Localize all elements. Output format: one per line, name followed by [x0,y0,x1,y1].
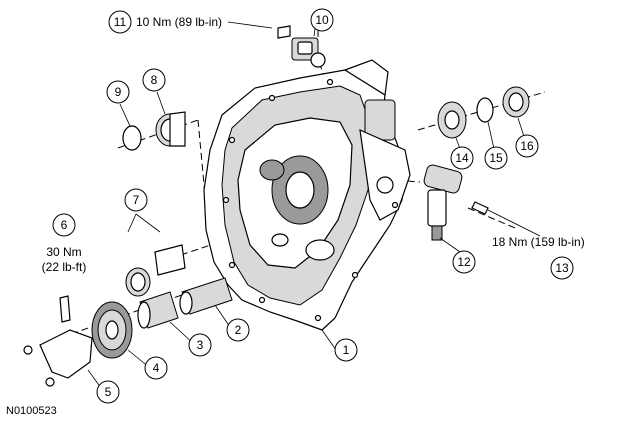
torque-label-item-13: 18 Nm (159 lb-in) [492,235,585,249]
callout-16: 16 [515,134,539,158]
callout-2: 2 [226,318,250,342]
callout-9-label: 9 [115,85,122,99]
callout-15: 15 [484,146,508,170]
torque-label-item-6-line2: (22 lb-ft) [42,260,87,274]
callout-3: 3 [188,333,212,357]
callout-10-label: 10 [315,13,329,27]
callout-16-label: 16 [520,139,534,153]
callout-15-label: 15 [489,151,503,165]
callout-13: 13 [550,256,574,280]
callout-6: 6 [52,213,76,237]
speed-sensor [423,164,489,241]
bearing-cup-and-snap-ring [122,111,186,151]
callout-12-label: 12 [457,255,471,269]
transmission-case [203,59,411,331]
callout-12: 12 [452,250,476,274]
callout-5: 5 [96,380,120,404]
callout-13-label: 13 [555,261,569,275]
callout-4-label: 4 [153,361,160,375]
callout-7: 7 [124,188,148,212]
callout-8: 8 [142,68,166,92]
callout-10: 10 [310,8,334,32]
callout-14: 14 [450,146,474,170]
sensor-assembly [277,25,326,68]
callout-4: 4 [144,356,168,380]
callout-8-label: 8 [151,73,158,87]
callout-1-label: 1 [343,343,350,357]
bearing-and-seals-right [437,86,530,139]
callout-9: 9 [106,80,130,104]
callout-11-label: 11 [114,15,127,29]
callout-bubbles: 1 2 3 4 5 6 7 8 9 10 11 12 13 14 15 16 [52,8,574,404]
callout-11: 11 [108,10,132,34]
torque-label-item-6-line1: 30 Nm [46,245,81,259]
torque-specs: 10 Nm (89 lb-in) 30 Nm (22 lb-ft) 18 Nm … [42,15,585,274]
callout-2-label: 2 [235,323,242,337]
sensor-bolt [277,25,291,39]
figure-id: N0100523 [6,405,57,417]
callout-1: 1 [334,338,358,362]
callout-5-label: 5 [105,385,112,399]
torque-label-item-11: 10 Nm (89 lb-in) [136,15,222,29]
gear-train-parts [23,244,233,387]
callout-7-label: 7 [133,193,140,207]
callout-3-label: 3 [197,338,204,352]
callout-6-label: 6 [61,218,68,232]
callout-14-label: 14 [455,151,469,165]
